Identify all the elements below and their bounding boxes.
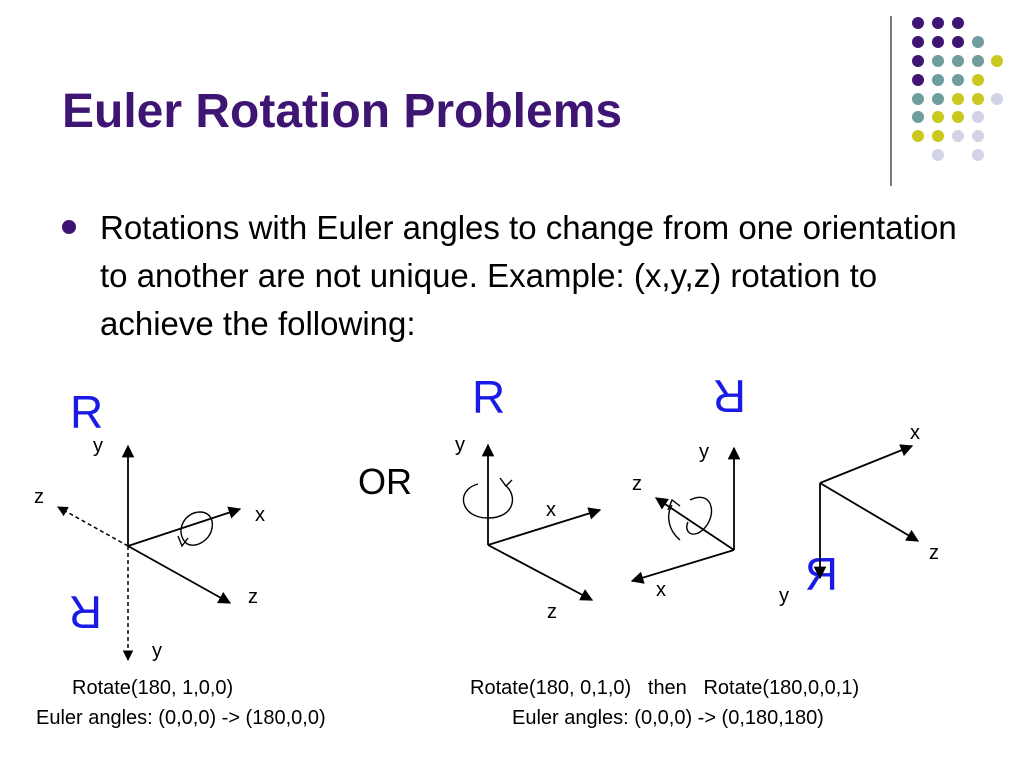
right1-rotation-arrow: [462, 483, 514, 519]
right1-label-z: z: [547, 601, 557, 623]
bullet-text: Rotations with Euler angles to change fr…: [100, 209, 957, 342]
right1-label-x: x: [546, 499, 556, 521]
left-letter-flipped: R: [69, 586, 102, 638]
right-rotate-caption: Rotate(180, 0,1,0) then Rotate(180,0,0,1…: [470, 677, 860, 699]
left-label-z-left: z: [34, 486, 44, 508]
left-rotation-arrow: [180, 511, 214, 546]
right3-z-axis: [819, 482, 920, 542]
left-label-z-right: z: [248, 586, 258, 608]
left-letter-upright: R: [70, 386, 103, 438]
title-divider-line: [890, 16, 892, 186]
right2-label-y: y: [699, 441, 709, 463]
left-label-y-bottom: y: [152, 640, 162, 662]
right-axes-diagram-3: R x z y: [779, 422, 939, 607]
right2-x-axis: [630, 549, 735, 584]
bullet-dot-icon: [62, 220, 76, 234]
right3-letter-flipped: R: [805, 548, 838, 600]
right-axes-diagram-2: R y z x: [630, 370, 746, 601]
left-label-x: x: [255, 504, 265, 526]
right-euler-caption: Euler angles: (0,0,0) -> (0,180,180): [512, 707, 824, 729]
right2-z-axis: [654, 497, 735, 551]
right1-label-y: y: [455, 434, 465, 456]
left-z-axis-dashed: [57, 506, 129, 547]
left-rotate-caption: Rotate(180, 1,0,0): [72, 677, 234, 699]
right3-label-x: x: [910, 422, 920, 444]
right2-label-x: x: [656, 579, 666, 601]
slide-title: Euler Rotation Problems: [62, 85, 623, 138]
or-label: OR: [358, 461, 412, 502]
right1-z-axis: [487, 544, 594, 601]
left-label-y-top: y: [93, 435, 103, 457]
right2-letter-rotated: R: [713, 370, 746, 422]
right2-rotation-arrow: [686, 496, 713, 535]
left-x-axis: [127, 506, 242, 547]
left-euler-caption: Euler angles: (0,0,0) -> (180,0,0): [36, 707, 326, 729]
dot-grid-icon: [912, 17, 1003, 161]
right1-letter: R: [472, 371, 505, 423]
right-axes-diagram-1: R y x z: [455, 371, 602, 623]
right3-label-z: z: [929, 542, 939, 564]
left-z-axis: [127, 545, 232, 604]
right3-x-axis: [819, 444, 914, 484]
decorative-dot-grid: [912, 17, 1003, 161]
right3-label-y: y: [779, 585, 789, 607]
left-axes-diagram: R R y z x z y: [34, 386, 265, 662]
right2-label-z: z: [632, 473, 642, 495]
right1-x-axis: [487, 507, 602, 546]
